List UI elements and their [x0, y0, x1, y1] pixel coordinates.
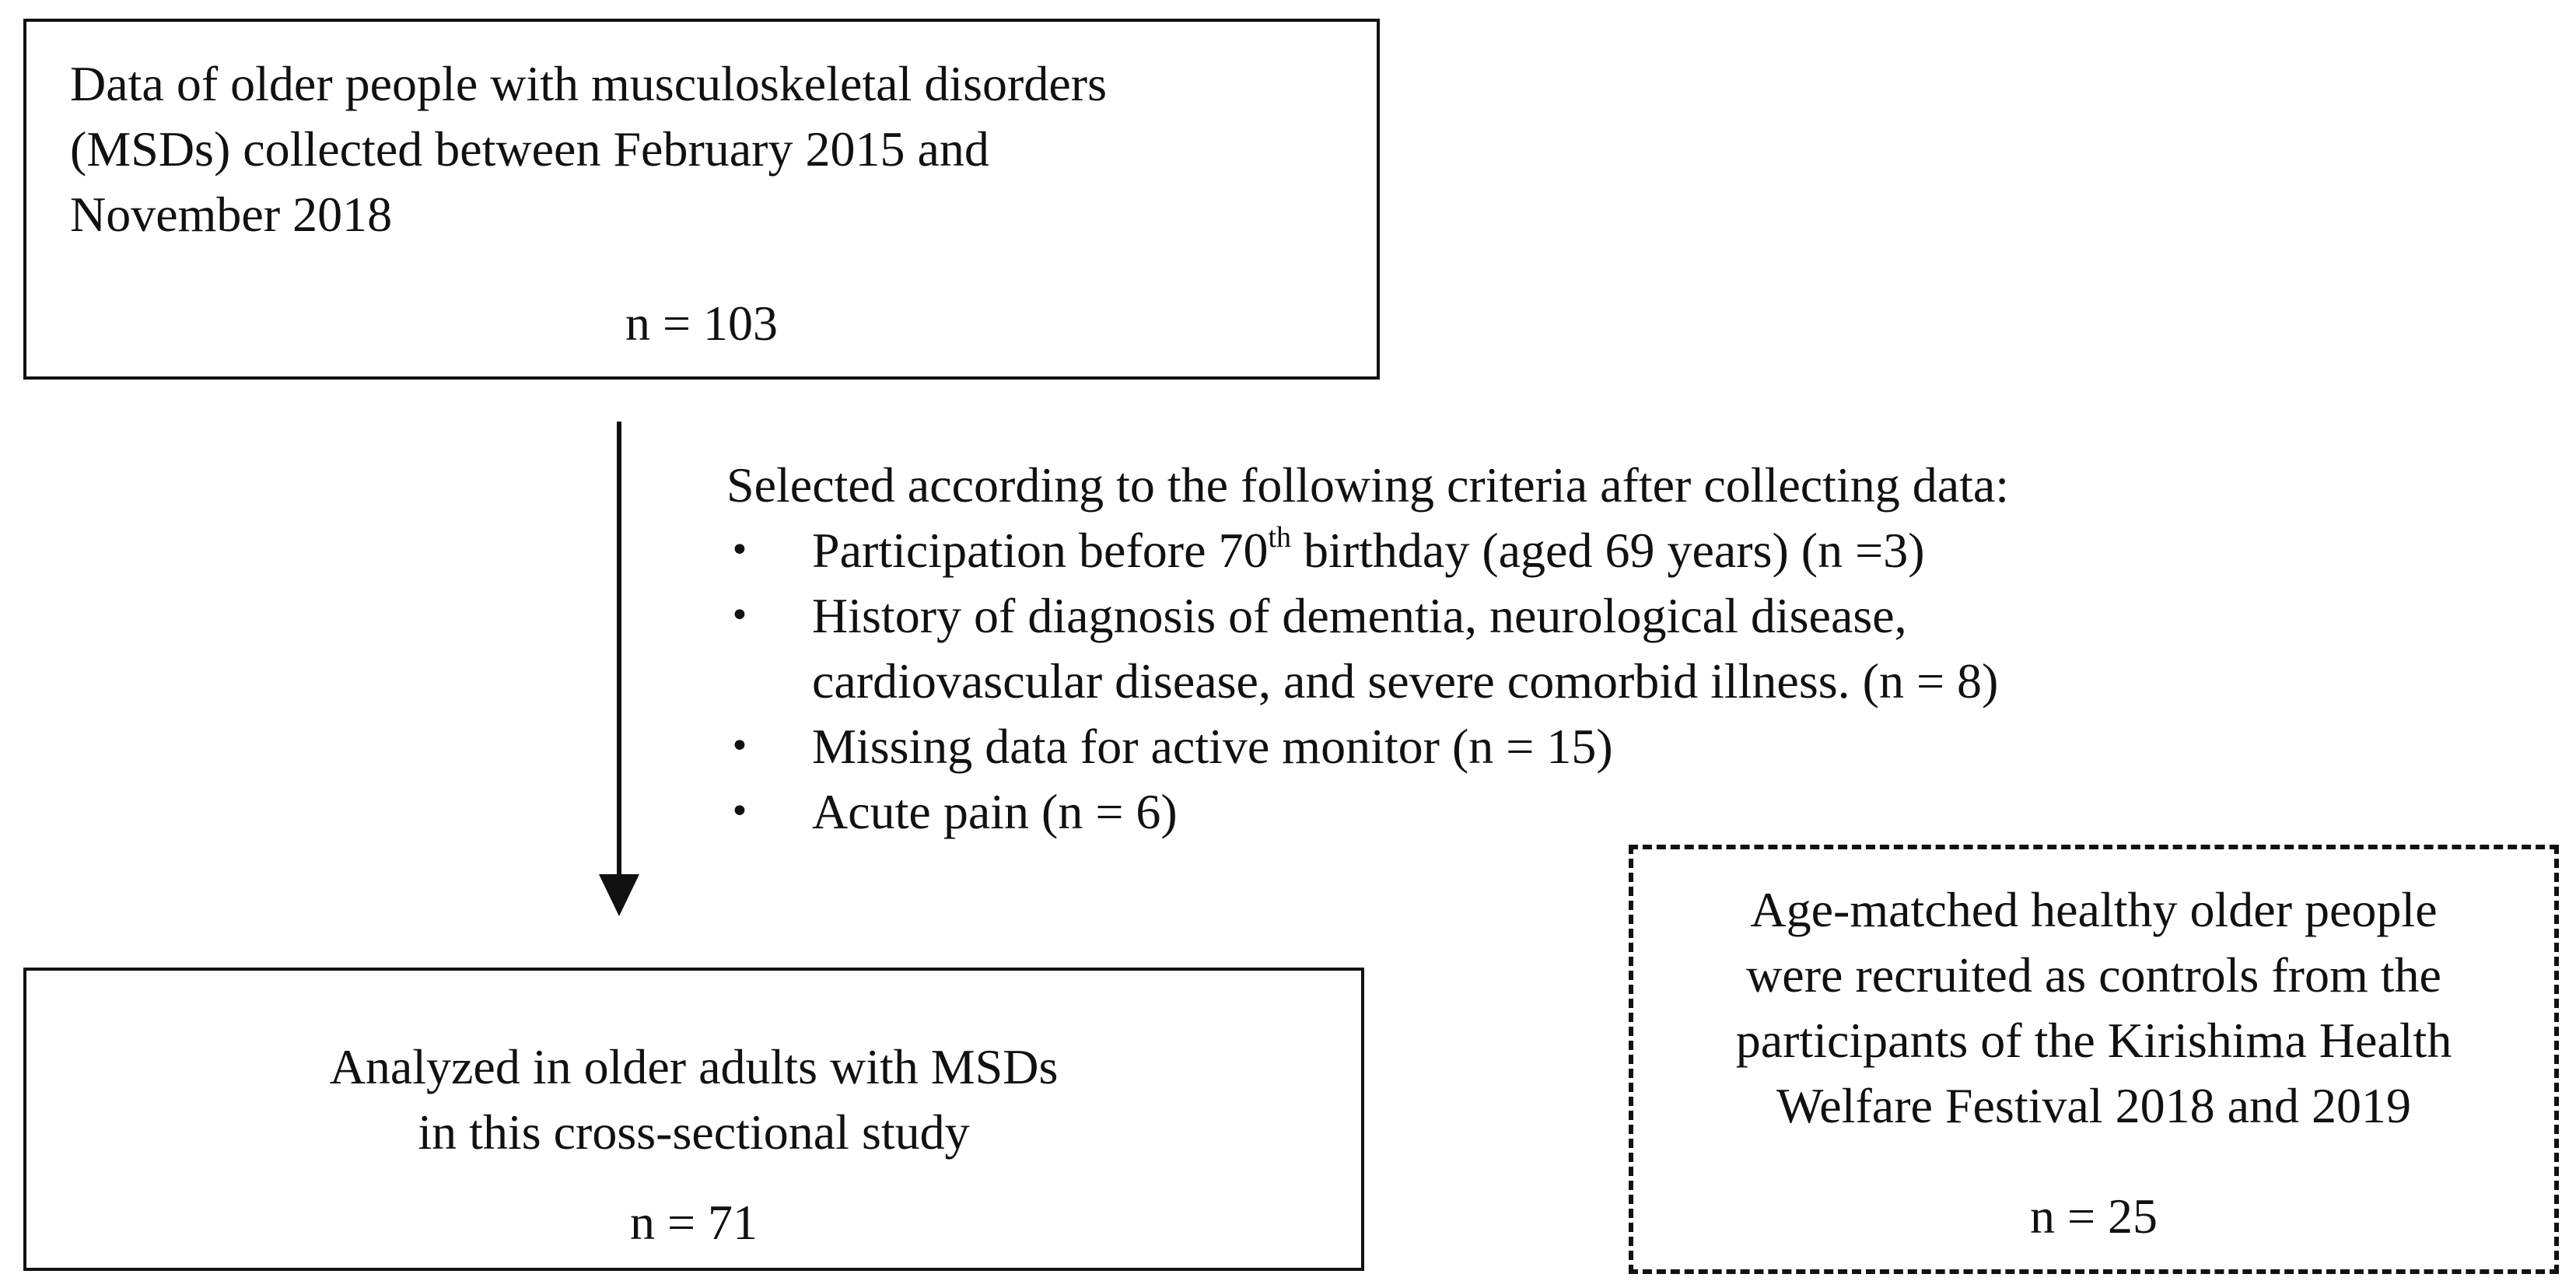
bullet-icon: •: [730, 726, 750, 766]
control-box: Age-matched healthy older people were re…: [1629, 845, 2559, 1274]
control-line-1: Age-matched healthy older people: [1750, 882, 2438, 937]
bullet-icon: •: [730, 792, 750, 831]
criteria-item: • Missing data for active monitor (n = 1…: [726, 714, 2009, 779]
control-line-3: participants of the Kirishima Health: [1735, 1013, 2452, 1068]
criteria-item: • Acute pain (n = 6): [726, 779, 2009, 845]
criteria-item-1-pre: Participation before 70: [812, 523, 1269, 578]
criteria-item-2-line-2: cardiovascular disease, and severe comor…: [812, 653, 1999, 709]
flow-arrow-head: [599, 874, 639, 916]
source-n: n = 103: [625, 296, 779, 351]
criteria-item-1-sup: th: [1268, 521, 1292, 554]
criteria-heading: Selected according to the following crit…: [726, 457, 2010, 513]
analyzed-line-2: in this cross-sectional study: [418, 1104, 970, 1160]
source-line-1: Data of older people with musculoskeleta…: [70, 56, 1107, 111]
criteria-item: • History of diagnosis of dementia, neur…: [726, 583, 2009, 714]
control-line-2: were recruited as controls from the: [1746, 947, 2441, 1003]
analyzed-box-text: Analyzed in older adults with MSDs in th…: [26, 1034, 1361, 1165]
analyzed-box: Analyzed in older adults with MSDs in th…: [23, 968, 1364, 1271]
criteria-list: • Participation before 70th birthday (ag…: [726, 518, 2009, 845]
criteria-item-2-line-1: History of diagnosis of dementia, neurol…: [812, 588, 1907, 643]
source-line-3: November 2018: [70, 187, 393, 242]
criteria-item-3: Missing data for active monitor (n = 15): [812, 719, 1613, 774]
control-n: n = 25: [2029, 1188, 2158, 1244]
source-box-text: Data of older people with musculoskeleta…: [70, 51, 1107, 247]
criteria-item-1-post: birthday (aged 69 years) (n =3): [1291, 523, 1925, 578]
analyzed-line-1: Analyzed in older adults with MSDs: [329, 1039, 1059, 1094]
criteria-item-4: Acute pain (n = 6): [812, 784, 1178, 839]
bullet-icon: •: [730, 530, 750, 570]
control-box-text: Age-matched healthy older people were re…: [1633, 877, 2554, 1139]
criteria-item: • Participation before 70th birthday (ag…: [726, 518, 2009, 583]
analyzed-n: n = 71: [629, 1195, 758, 1250]
bullet-icon: •: [730, 596, 750, 635]
control-line-4: Welfare Festival 2018 and 2019: [1776, 1078, 2411, 1133]
source-line-2: (MSDs) collected between February 2015 a…: [70, 121, 989, 177]
source-box: Data of older people with musculoskeleta…: [23, 19, 1380, 380]
exclusion-criteria: Selected according to the following crit…: [726, 453, 2009, 845]
